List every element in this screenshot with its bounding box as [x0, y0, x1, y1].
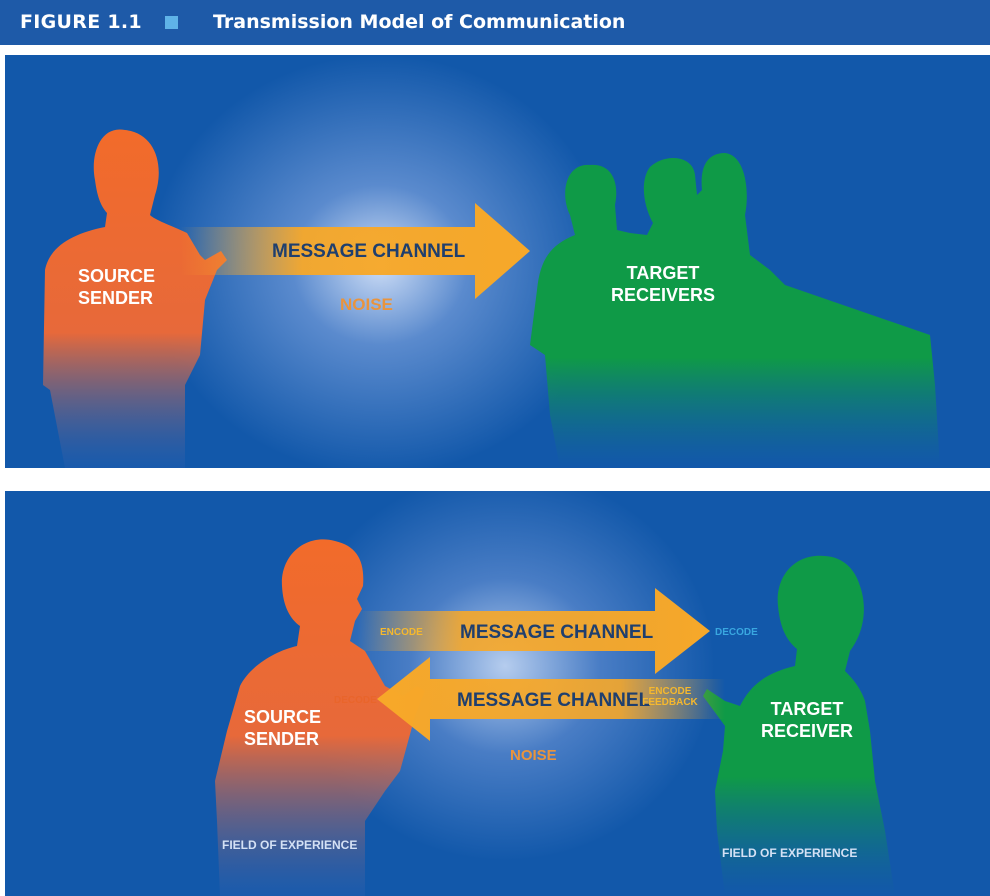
encode-feedback-label: ENCODE FEEDBACK	[642, 686, 698, 708]
square-icon	[165, 16, 178, 29]
message-channel-label-feedback: MESSAGE CHANNEL	[457, 690, 651, 711]
receivers-label: TARGET RECEIVERS	[610, 263, 716, 305]
noise-label: NOISE	[340, 295, 393, 314]
field-of-experience-sender: FIELD OF EXPERIENCE	[222, 838, 358, 852]
figure-label: FIGURE 1.1	[20, 11, 142, 33]
receiver-silhouette	[703, 555, 895, 896]
sender-silhouette	[43, 129, 227, 468]
message-arrow-feedback	[377, 657, 725, 741]
feedback-panel: ENCODE MESSAGE CHANNEL DECODE DECODE MES…	[5, 491, 990, 896]
receiver-label: TARGET RECEIVER	[760, 699, 854, 741]
message-channel-label-forward: MESSAGE CHANNEL	[460, 622, 654, 643]
message-arrow-forward	[357, 588, 710, 674]
noise-label: NOISE	[510, 747, 557, 764]
decode-label-sender: DECODE	[334, 695, 377, 706]
sender-label: SOURCE SENDER	[244, 707, 322, 749]
sender-label: SOURCE SENDER	[78, 266, 156, 308]
field-of-experience-receiver: FIELD OF EXPERIENCE	[722, 846, 858, 860]
receivers-silhouette	[530, 153, 940, 468]
transmission-panel: SOURCE SENDER MESSAGE CHANNEL NOISE TARG…	[5, 55, 990, 468]
panel1-illustration	[43, 129, 940, 468]
message-arrow	[180, 203, 530, 299]
decode-label-receiver: DECODE	[715, 627, 758, 638]
figure-header: FIGURE 1.1 Transmission Model of Communi…	[0, 0, 990, 45]
message-channel-label: MESSAGE CHANNEL	[272, 241, 466, 262]
figure-title: Transmission Model of Communication	[213, 11, 626, 33]
sender-silhouette	[215, 539, 425, 896]
panel2-illustration	[215, 539, 895, 896]
encode-label: ENCODE	[380, 627, 423, 638]
